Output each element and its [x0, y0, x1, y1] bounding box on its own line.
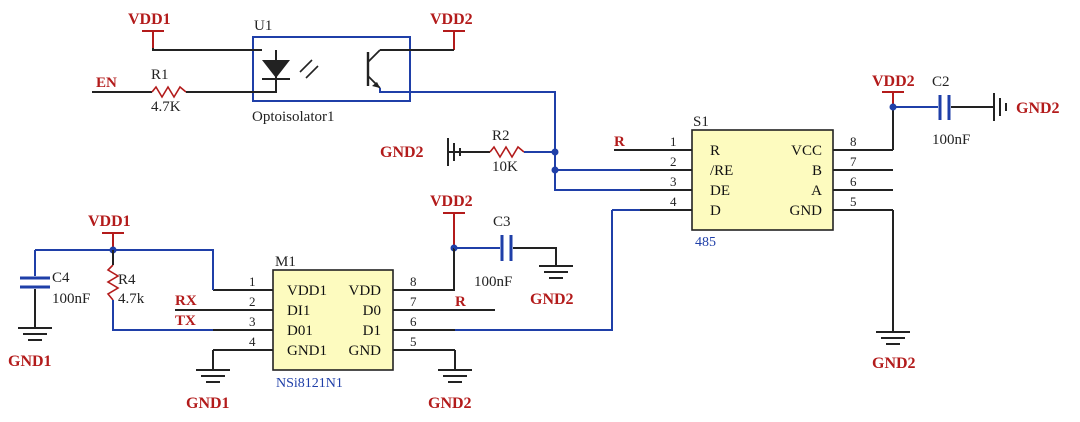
c4-capacitor: [20, 276, 50, 289]
r1-resistor: [151, 85, 187, 99]
en-signal-label: EN: [96, 75, 117, 91]
r2-ref: R2: [492, 128, 510, 144]
r2-resistor: [489, 145, 525, 159]
vdd1-symbol-top: VDD1: [128, 11, 171, 48]
s1-pin-3-num: 3: [670, 174, 677, 189]
r1-value: 4.7K: [151, 99, 181, 115]
c2-ref: C2: [932, 74, 950, 90]
r4-resistor: [106, 264, 120, 301]
m1-pin-4-num: 4: [249, 334, 256, 349]
s1-pin-5-name: GND: [790, 203, 823, 219]
c2-capacitor: [938, 95, 951, 120]
u1-optoisolator: U1 Optoisolator1: [252, 18, 411, 125]
s1-pin-2-name: /RE: [710, 163, 733, 179]
s1-pin-4-num: 4: [670, 194, 677, 209]
s1-pin-4-name: D: [710, 203, 721, 219]
gnd1-label-m1: GND1: [186, 395, 230, 412]
s1-pin-3-name: DE: [710, 183, 730, 199]
r1-ref: R1: [151, 67, 169, 83]
m1-part: NSi8121N1: [276, 376, 343, 391]
s1-pin-7-name: B: [812, 163, 822, 179]
m1-isolator-chip: M1 NSi8121N1 1 2 3 4 VDD1 DI1 D01 GND1 8…: [213, 254, 455, 391]
s1-pin-6-name: A: [811, 183, 822, 199]
u1-body: [252, 36, 411, 102]
vdd2-label-s1: VDD2: [872, 73, 915, 90]
vdd1-label-left: VDD1: [88, 213, 131, 230]
gnd2-label-m1: GND2: [428, 395, 472, 412]
gnd2-label-c2: GND2: [1016, 100, 1060, 117]
m1-pin-1-name: VDD1: [287, 283, 327, 299]
m1-pin-8-num: 8: [410, 274, 417, 289]
s1-pin-8-num: 8: [850, 134, 857, 149]
m1-pin-4-name: GND1: [287, 343, 327, 359]
s1-body: [691, 129, 834, 231]
m1-pin-1-num: 1: [249, 274, 256, 289]
vdd2-symbol-s1: VDD2: [872, 73, 915, 107]
s1-pin-1-name: R: [710, 143, 720, 159]
led-icon: [262, 50, 319, 88]
m1-body: [272, 269, 394, 371]
m1-ref: M1: [275, 254, 296, 270]
vdd2-label-m1: VDD2: [430, 193, 473, 210]
gnd2-label-c3: GND2: [530, 291, 574, 308]
gnd2-symbol-m1: [438, 369, 472, 383]
m1-pin-5-num: 5: [410, 334, 417, 349]
gnd1-label-c4: GND1: [8, 353, 52, 370]
r2-value: 10K: [492, 159, 518, 175]
m1-pin-7-num: 7: [410, 294, 417, 309]
r-signal-label-s1: R: [614, 134, 625, 150]
s1-pin-6-num: 6: [850, 174, 857, 189]
m1-pin-7-name: D0: [363, 303, 381, 319]
gnd2-symbol-c2: [993, 93, 1007, 121]
gnd1-symbol-c4: [18, 327, 52, 341]
phototransistor-icon: [366, 49, 381, 89]
vdd1-label-top: VDD1: [128, 11, 171, 28]
gnd2-symbol-s1: [876, 331, 910, 345]
gnd1-symbol-m1: [196, 369, 230, 383]
c3-value: 100nF: [474, 274, 512, 290]
m1-pin-5-name: GND: [349, 343, 382, 359]
gnd2-label-s1: GND2: [872, 355, 916, 372]
tx-signal-label: TX: [175, 313, 196, 329]
m1-pin-6-name: D1: [363, 323, 381, 339]
gnd2-symbol-c3: [539, 265, 573, 279]
s1-pin-5-num: 5: [850, 194, 857, 209]
c2-value: 100nF: [932, 132, 970, 148]
c4-ref: C4: [52, 270, 70, 286]
c3-capacitor: [500, 235, 513, 261]
c3-ref: C3: [493, 214, 511, 230]
s1-pin-7-num: 7: [850, 154, 857, 169]
m1-pin-2-name: DI1: [287, 303, 310, 319]
r-signal-label-m1: R: [455, 294, 466, 310]
vdd2-symbol-top: VDD2: [430, 11, 473, 50]
m1-pin-6-num: 6: [410, 314, 417, 329]
u1-ref: U1: [254, 18, 272, 34]
vdd2-label-top: VDD2: [430, 11, 473, 28]
s1-pin-8-name: VCC: [791, 143, 822, 159]
s1-part: 485: [695, 235, 716, 250]
u1-name: Optoisolator1: [252, 109, 335, 125]
s1-pin-2-num: 2: [670, 154, 677, 169]
m1-pin-3-num: 3: [249, 314, 256, 329]
rx-signal-label: RX: [175, 293, 197, 309]
m1-pin-8-name: VDD: [349, 283, 382, 299]
r4-ref: R4: [118, 272, 136, 288]
r4-value: 4.7k: [118, 291, 145, 307]
vdd1-symbol-left: VDD1: [88, 213, 131, 250]
vdd2-symbol-m1: VDD2: [430, 193, 473, 248]
c4-value: 100nF: [52, 291, 90, 307]
s1-ref: S1: [693, 114, 709, 130]
m1-pin-3-name: D01: [287, 323, 313, 339]
gnd2-label-r2: GND2: [380, 144, 424, 161]
s1-pin-1-num: 1: [670, 134, 677, 149]
m1-pin-2-num: 2: [249, 294, 256, 309]
s1-485-chip: S1 485 1 2 3 4 R /RE DE D 8 7 6 5 VCC B …: [640, 114, 893, 250]
